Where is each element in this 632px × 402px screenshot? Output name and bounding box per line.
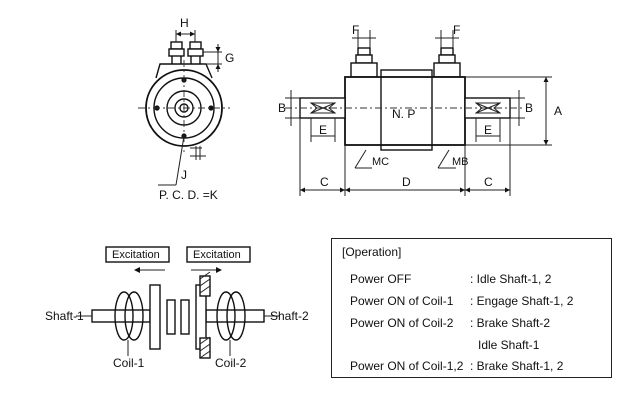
label-h: H xyxy=(180,16,189,30)
operation-result: : Brake Shaft-2 xyxy=(470,316,551,330)
label-j: J xyxy=(181,168,187,182)
excitation-box-right xyxy=(186,246,251,263)
label-f-left: F xyxy=(352,23,359,37)
operation-result: : Brake Shaft-1, 2 xyxy=(470,359,564,373)
label-e-left: E xyxy=(319,123,327,137)
shaft-1-label: Shaft-1 xyxy=(45,309,84,323)
excitation-label-right: Excitation xyxy=(193,249,241,261)
terminal-side-right xyxy=(433,47,461,78)
operation-result: : Idle Shaft-1, 2 xyxy=(470,272,552,286)
operation-condition: Power ON of Coil-2 xyxy=(350,316,454,330)
operation-condition: Power OFF xyxy=(350,272,412,286)
label-e-right: E xyxy=(484,123,492,137)
label-c-right: C xyxy=(484,175,493,189)
operation-title: [Operation] xyxy=(342,245,402,259)
operation-schematic: Excitation Excitation Shaft-1 xyxy=(45,246,309,370)
shaft-2-label: Shaft-2 xyxy=(270,309,309,323)
terminal-left xyxy=(168,41,185,64)
end-view: H G J P. C. D. =K xyxy=(138,16,234,202)
excitation-box-left xyxy=(105,246,170,263)
label-mb: MB xyxy=(452,156,469,168)
label-a: A xyxy=(554,104,562,118)
operation-condition: Power ON of Coil-1 xyxy=(350,294,454,308)
coil-2-label: Coil-2 xyxy=(215,356,247,370)
terminal-side-left xyxy=(350,47,378,78)
operation-condition: Power ON of Coil-1,2 xyxy=(350,359,464,373)
operation-result: Idle Shaft-1 xyxy=(478,338,540,352)
label-pcd: P. C. D. =K xyxy=(159,188,218,202)
label-f-right: F xyxy=(453,23,460,37)
label-b-right: B xyxy=(525,101,533,115)
operation-result: : Engage Shaft-1, 2 xyxy=(470,294,574,308)
coil-1-label: Coil-1 xyxy=(113,356,145,370)
label-c-left: C xyxy=(320,175,329,189)
label-np: N. P xyxy=(392,107,415,121)
operation-panel: [Operation] Power OFF : Idle Shaft-1, 2 … xyxy=(331,238,612,378)
label-mc: MC xyxy=(372,156,389,168)
excitation-label-left: Excitation xyxy=(112,249,160,261)
label-b-left: B xyxy=(278,101,286,115)
terminal-right xyxy=(187,41,204,64)
label-g: G xyxy=(225,51,234,65)
label-d: D xyxy=(402,175,411,189)
side-view: F F A B B E E N. P MC MB C D C xyxy=(278,23,562,196)
